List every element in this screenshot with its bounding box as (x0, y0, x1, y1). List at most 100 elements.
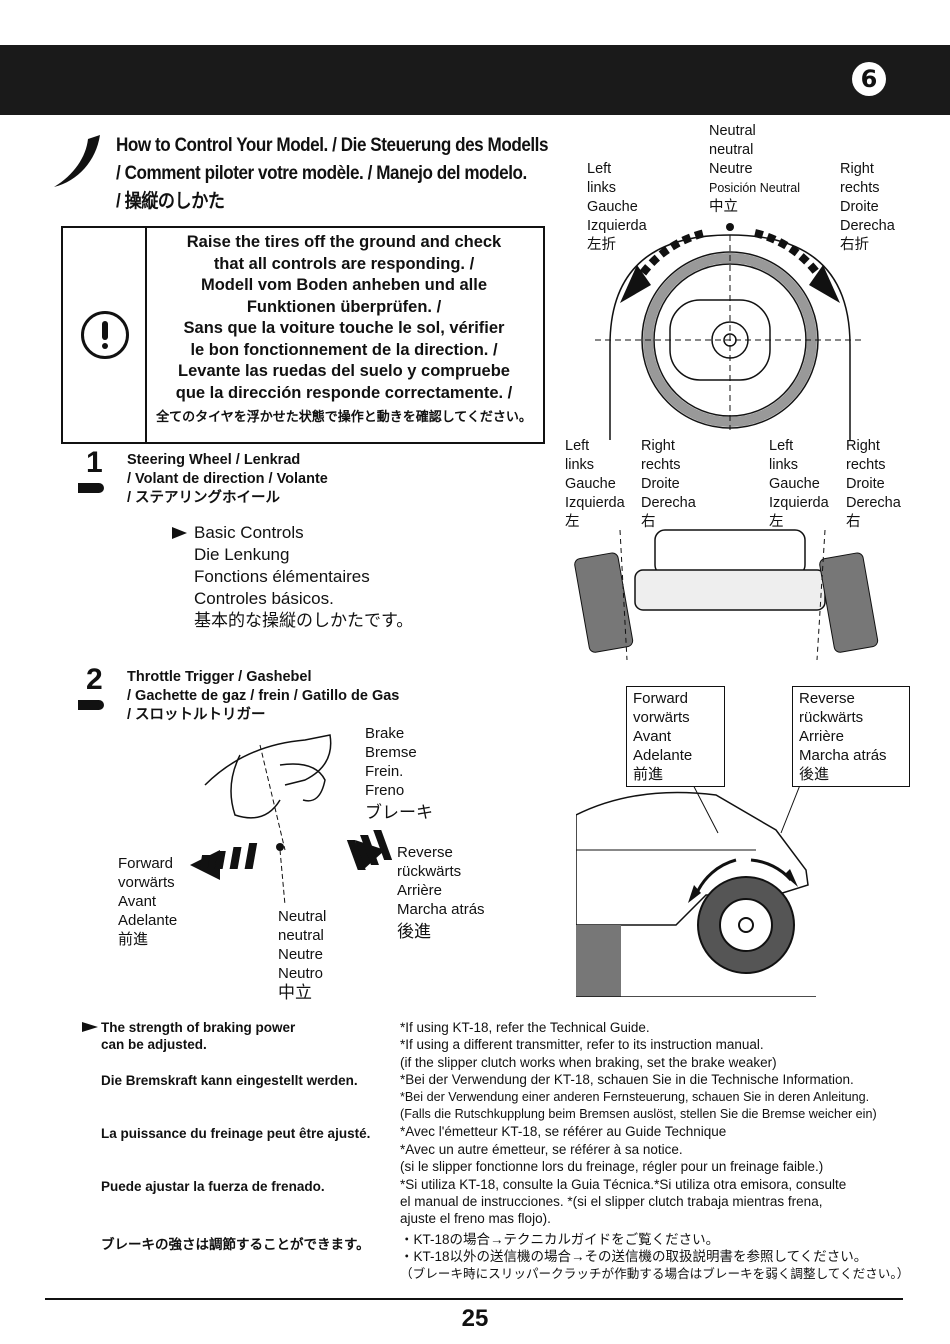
note-arrow-icon (82, 1022, 98, 1032)
label: Izquierda (565, 495, 625, 511)
note-line: The strength of braking power (101, 1020, 296, 1035)
label: Right (846, 438, 880, 454)
label: 左 (769, 514, 784, 530)
label: Left (565, 438, 590, 454)
play-arrow-icon (172, 527, 187, 539)
label: Derecha (641, 495, 696, 511)
label: Adelante (118, 912, 178, 929)
title-line-1: How to Control Your Model. / Die Steueru… (116, 135, 549, 156)
section-1-tab (78, 483, 104, 493)
heading-line: / Gachette de gaz / frein / Gatillo de G… (127, 688, 400, 704)
warning-line: que la dirección responde correctamente.… (175, 383, 513, 402)
label: Izquierda (769, 495, 829, 511)
label: 後進 (799, 766, 830, 783)
header-bar (0, 45, 950, 115)
label: Gauche (769, 476, 820, 492)
title-line-3: / 操縦のしかた (116, 191, 225, 212)
basic-line: Controles básicos. (194, 589, 334, 608)
label: Forward (118, 855, 174, 872)
label: Gauche (587, 199, 638, 215)
label: 左折 (587, 237, 616, 253)
front-left-labels-2: Left links Gauche Izquierda 左 (769, 437, 829, 532)
heading-line: Steering Wheel / Lenkrad (127, 452, 301, 468)
note-line: *If using a different transmitter, refer… (400, 1037, 764, 1053)
section-2-tab (78, 700, 104, 710)
footer-divider (45, 1298, 903, 1300)
label: Right (840, 161, 874, 177)
front-left-labels: Left links Gauche Izquierda 左 (565, 437, 625, 532)
warning-line: Levante las ruedas del suelo y compruebe (178, 362, 510, 380)
heading-line: Throttle Trigger / Gashebel (127, 669, 312, 685)
label: rückwärts (397, 863, 462, 880)
label: Derecha (846, 495, 901, 511)
note-line: *Bei der Verwendung der KT-18, schauen S… (400, 1072, 854, 1088)
label: vorwärts (633, 709, 690, 726)
wheel-neutral-labels: Neutral neutral Neutre Posición Neutral … (709, 122, 800, 217)
warning-box: Raise the tires off the ground and check… (61, 226, 545, 444)
label: 前進 (633, 766, 664, 783)
label: Neutre (278, 946, 324, 963)
label: Bremse (365, 744, 417, 761)
label: rechts (840, 180, 880, 196)
label: Marcha atrás (799, 747, 887, 764)
label: links (769, 457, 799, 473)
label: Avant (633, 728, 672, 745)
note-line: *Bei der Verwendung einer anderen Fernst… (400, 1089, 870, 1104)
heading-line: / スロットルトリガー (127, 707, 266, 723)
car-wheel-illustration (576, 775, 816, 997)
label: rechts (846, 457, 886, 473)
label: Posición Neutral (709, 181, 801, 195)
neutral-labels: Neutral neutral Neutre Neutro 中立 (278, 907, 326, 1002)
brake-note-es: Puede ajustar la fuerza de frenado. (101, 1179, 325, 1194)
note-line: （ブレーキ時にスリッパークラッチが作動する場合はブレーキを弱く調整してください。… (400, 1266, 910, 1281)
label: 中立 (278, 983, 312, 1002)
car-forward-callout: Forward vorwärts Avant Adelante 前進 (626, 686, 725, 787)
wheel-right-labels: Right rechts Droite Derecha 右折 (840, 160, 895, 255)
warning-line: le bon fonctionnement de la direction. / (190, 340, 498, 359)
page-title: How to Control Your Model. / Die Steueru… (116, 132, 596, 216)
section-2-number: 2 (86, 663, 103, 696)
brake-note-jp: ブレーキの強さは調節することができます。 (101, 1237, 370, 1252)
label: Arrière (799, 728, 845, 745)
label: Neutro (278, 965, 324, 982)
warning-line: that all controls are responding. / (213, 254, 475, 273)
basic-line: 基本的な操縦のしかたです。 (194, 611, 414, 630)
label: Reverse (799, 690, 855, 707)
section-2-heading: Throttle Trigger / Gashebel / Gachette d… (127, 668, 399, 725)
heading-line: / ステアリングホイール (127, 490, 281, 506)
note-line: *Avec l'émetteur KT-18, se référer au Gu… (400, 1124, 727, 1140)
brake-labels: Brake Bremse Frein. Freno ブレーキ (365, 724, 433, 822)
label: links (587, 180, 617, 196)
label: vorwärts (118, 874, 175, 891)
label: 右折 (840, 237, 869, 253)
brake-note-de: Die Bremskraft kann eingestellt werden. (101, 1073, 358, 1088)
front-wheels-illustration (574, 529, 879, 661)
label: Right (641, 438, 675, 454)
section-1-number: 1 (86, 446, 103, 479)
note-line: *Si utiliza KT-18, consulte la Guia Técn… (400, 1176, 847, 1192)
label: 後進 (397, 922, 431, 941)
note-line: ・KT-18以外の送信機の場合→その送信機の取扱説明書を参照してください。 (400, 1249, 868, 1265)
brake-note-fr: La puissance du freinage peut être ajust… (101, 1126, 371, 1141)
throttle-trigger-illustration (190, 734, 393, 905)
reverse-labels: Reverse rückwärts Arrière Marcha atrás 後… (397, 843, 485, 941)
forward-labels: Forward vorwärts Avant Adelante 前進 (118, 854, 177, 949)
page-number: 25 (461, 1305, 489, 1332)
basic-line: Fonctions élémentaires (194, 567, 370, 586)
note-line: (Falls die Rutschkupplung beim Bremsen a… (400, 1107, 877, 1122)
label: Frein. (365, 763, 404, 780)
label: Gauche (565, 476, 616, 492)
basic-line: Die Lenkung (194, 545, 290, 564)
car-reverse-callout: Reverse rückwärts Arrière Marcha atrás 後… (792, 686, 910, 787)
label: Left (769, 438, 794, 454)
label: Left (587, 161, 612, 177)
note-line: ・KT-18の場合→テクニカルガイドをご覧ください。 (400, 1231, 720, 1247)
note-line: ajuste el freno mas flojo). (400, 1211, 551, 1227)
front-right-labels: Right rechts Droite Derecha 右 (641, 437, 696, 532)
label: Reverse (397, 844, 453, 861)
basic-line: Basic Controls (194, 523, 304, 542)
label: 前進 (118, 931, 149, 948)
label: Izquierda (587, 218, 647, 234)
warning-line: Sans que la voiture touche le sol, vérif… (183, 319, 505, 337)
note-line: (if the slipper clutch works when brakin… (400, 1054, 777, 1070)
